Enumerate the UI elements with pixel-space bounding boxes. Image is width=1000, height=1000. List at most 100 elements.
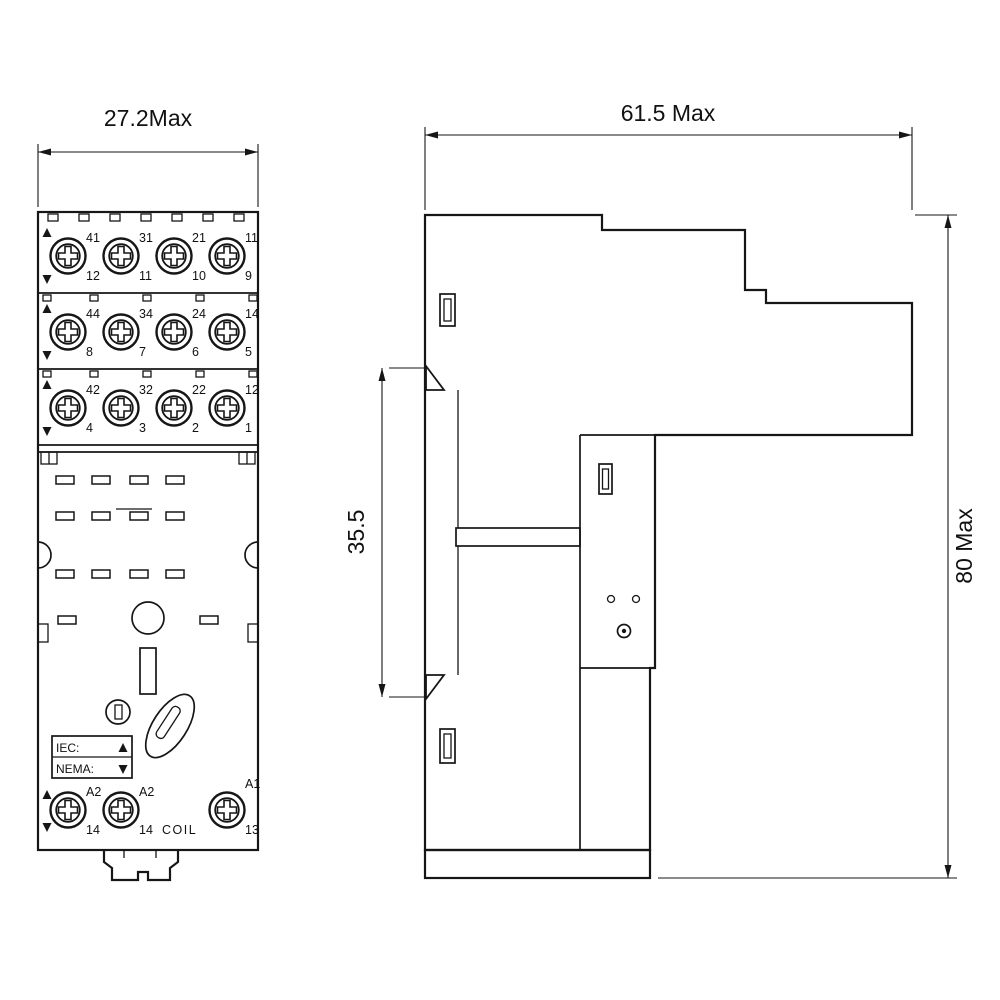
triangle-down-icon: [42, 275, 52, 284]
keyhole-slot: [144, 693, 196, 759]
center-slot: [139, 647, 157, 695]
edge-notch: [37, 541, 52, 569]
terminal-number-label: 10: [192, 269, 206, 283]
side-height-dim-label: 80 Max: [951, 508, 977, 584]
small-hole: [105, 699, 131, 725]
latch-dot: [631, 594, 641, 604]
latch-dot: [606, 594, 616, 604]
terminal-number-label: 32: [139, 383, 153, 397]
terminal-number-label: 21: [192, 231, 206, 245]
dimensions: 27.2Max 61.5 Max 80 Max 35.5: [37, 100, 977, 879]
terminal-number-label: 6: [192, 345, 199, 359]
terminal-number-label: 3: [139, 421, 146, 435]
dim-front-width: 27.2Max: [37, 105, 259, 207]
terminal-number-label: 7: [139, 345, 146, 359]
front-body-outline: [36, 210, 260, 852]
pin-slot: [165, 511, 185, 521]
terminal-number-label: 34: [139, 307, 153, 321]
side-slot: [598, 463, 613, 495]
terminal-number-label: 24: [192, 307, 206, 321]
screw-terminal: [208, 313, 246, 351]
terminal-number-label: 42: [86, 383, 100, 397]
terminal-number-label: 14: [245, 307, 259, 321]
screw-terminal: [102, 791, 140, 829]
pin-slot: [57, 615, 77, 625]
dim-side-width: 61.5 Max: [424, 100, 913, 210]
pin-slot: [129, 475, 149, 485]
edge-notch: [247, 623, 259, 643]
pin-slot: [91, 475, 111, 485]
latch-dot: [621, 628, 627, 634]
terminal-number-label: 22: [192, 383, 206, 397]
coil-terminal-label: 13: [245, 823, 259, 837]
terminal-row-1: 41 31 21 11 12 11 10 9: [42, 228, 258, 284]
latch-detail: [606, 594, 641, 639]
clip-hook-lower: [425, 674, 446, 702]
terminal-number-label: 12: [86, 269, 100, 283]
iec-label: IEC:: [56, 741, 79, 755]
retention-hooks: [425, 363, 446, 702]
top-serration: [47, 213, 245, 222]
edge-notch: [37, 623, 49, 643]
edge-notch: [244, 541, 259, 569]
triangle-up-icon: [42, 228, 52, 237]
screw-terminal: [155, 389, 193, 427]
pin-slot: [55, 475, 75, 485]
side-view: [423, 213, 914, 880]
coil-terminal-label: A2: [139, 785, 154, 799]
band-separators: [38, 292, 258, 453]
terminal-number-label: 41: [86, 231, 100, 245]
terminal-number-label: 4: [86, 421, 93, 435]
terminal-number-label: 44: [86, 307, 100, 321]
clip-hook-upper: [425, 363, 446, 391]
rail-bar: [455, 527, 581, 547]
pin-slot: [129, 511, 149, 521]
clip-span-dim-label: 35.5: [343, 510, 369, 555]
triangle-up-icon: [118, 743, 128, 752]
dim-side-height: 80 Max: [658, 214, 977, 879]
triangle-up-icon: [42, 304, 52, 313]
pin-slot: [91, 511, 111, 521]
screw-terminal: [208, 791, 246, 829]
coil-terminal-label: 14: [86, 823, 100, 837]
terminal-number-label: 9: [245, 269, 252, 283]
pin-slot: [55, 569, 75, 579]
base-flange: [423, 848, 652, 880]
pin-slot: [165, 475, 185, 485]
pin-slot: [91, 569, 111, 579]
pin-slot: [199, 615, 219, 625]
triangle-down-icon: [118, 765, 128, 774]
side-slots: [439, 293, 613, 764]
screw-terminal: [102, 389, 140, 427]
screw-terminal: [102, 313, 140, 351]
terminal-number-label: 5: [245, 345, 252, 359]
front-width-dim-label: 27.2Max: [104, 105, 193, 131]
screw-terminal: [155, 313, 193, 351]
screw-terminal: [49, 389, 87, 427]
triangle-down-icon: [42, 351, 52, 360]
side-profile-outline: [423, 213, 914, 852]
terminal-row-2: 44 34 24 14 8 7 6 5: [42, 304, 259, 360]
side-slot: [439, 728, 456, 764]
terminal-number-label: 31: [139, 231, 153, 245]
triangle-up-icon: [42, 380, 52, 389]
terminal-number-label: 12: [245, 383, 259, 397]
coil-label: COIL: [162, 823, 197, 837]
coil-terminal-label: A2: [86, 785, 101, 799]
triangle-down-icon: [42, 823, 52, 832]
terminal-number-label: 2: [192, 421, 199, 435]
screw-terminal: [49, 237, 87, 275]
mounting-hole: [131, 601, 165, 635]
coil-terminal-label: 14: [139, 823, 153, 837]
screw-terminal: [208, 237, 246, 275]
side-internal-lines: [455, 390, 655, 850]
screw-terminal: [49, 791, 87, 829]
side-width-dim-label: 61.5 Max: [621, 100, 716, 126]
triangle-down-icon: [42, 427, 52, 436]
triangle-up-icon: [42, 790, 52, 799]
screw-terminal: [155, 237, 193, 275]
latch-hole: [616, 623, 632, 639]
front-view: 41 31 21 11 12 11 10 9 44 34 24 14 8 7 6…: [36, 210, 260, 882]
